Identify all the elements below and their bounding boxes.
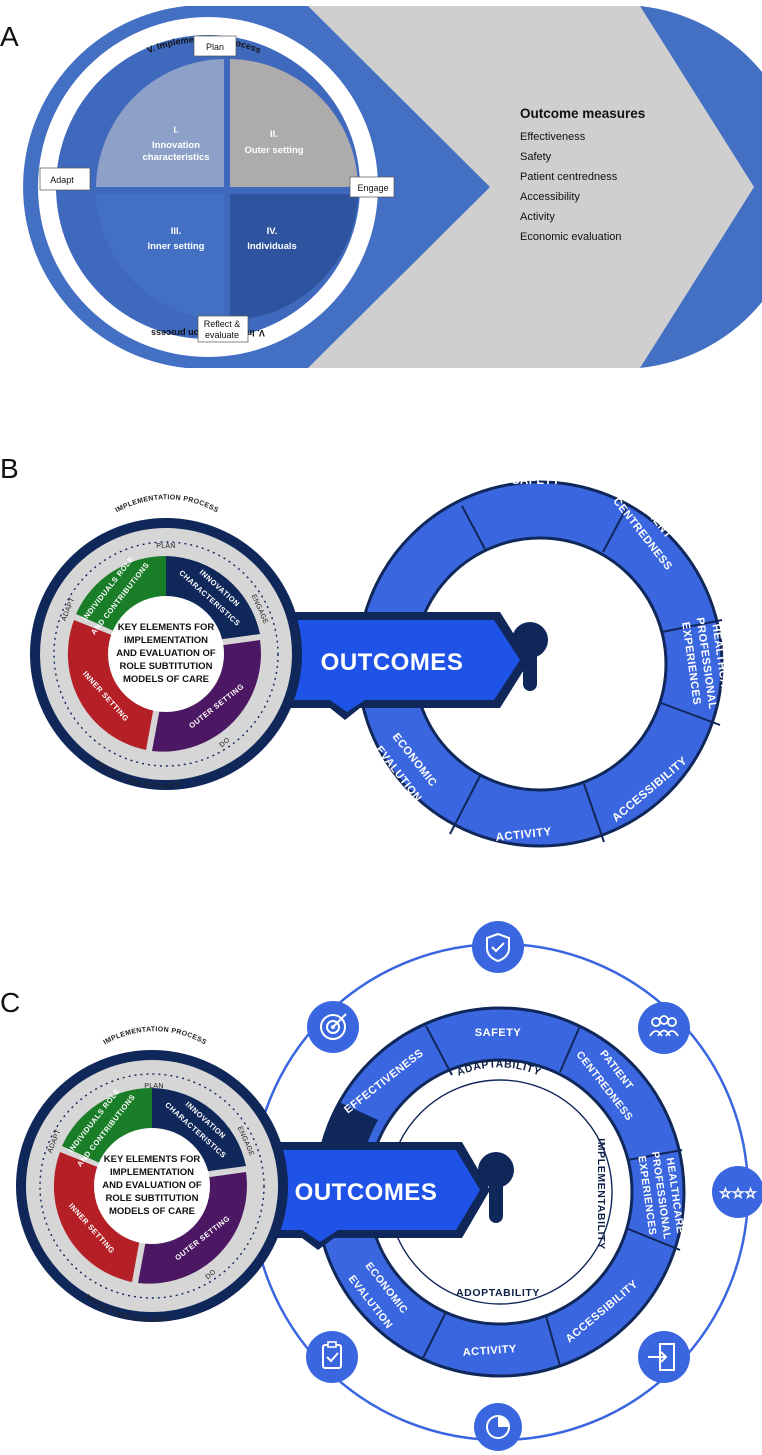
q3-num: III. [171, 226, 182, 237]
segment-individuals [76, 555, 166, 632]
puzzle-dividers-c [421, 1025, 683, 1367]
q2-line1: Outer setting [244, 145, 303, 156]
reflect-box [197, 315, 249, 343]
panel-label-a: A [0, 21, 19, 52]
target-icon [307, 1001, 359, 1053]
quadrant-individuals [230, 194, 358, 320]
outcomes-label-c: OUTCOMES [295, 1179, 438, 1206]
adapt-label: Adapt [50, 175, 74, 185]
center-line-2: IMPLEMENTATION [124, 635, 208, 646]
center-c-line-3: AND EVALUATION OF [102, 1180, 202, 1191]
clipboard-check-icon [306, 1331, 358, 1383]
people-icon [638, 1002, 690, 1054]
segment-inner-setting-c [53, 1152, 140, 1282]
plan-label: Plan [206, 42, 224, 52]
ring-safety: SAFETY [512, 475, 560, 487]
panel-label-b: B [0, 453, 19, 484]
door-exit-icon [638, 1331, 690, 1383]
outcome-item: Patient centredness [520, 171, 618, 183]
q1-line2: characteristics [142, 152, 209, 163]
svg-text:☆☆☆: ☆☆☆ [719, 1186, 757, 1202]
center-c-line-4: ROLE SUBTITUTION [106, 1193, 199, 1204]
reflect-label-2: evaluate [205, 330, 239, 340]
adapt-box [39, 167, 91, 191]
puzzle-dividers [449, 504, 723, 843]
outcome-item: Activity [520, 211, 555, 223]
ring-activity: ACTIVITY [495, 826, 552, 844]
adoptability-label: ADOPTABILITY [456, 1287, 540, 1299]
center-c-line-1: KEY ELEMENTS FOR [104, 1154, 201, 1165]
key-shaft [270, 620, 520, 712]
center-line-4: ROLE SUBTITUTION [120, 661, 213, 672]
key-shaft-c [256, 1150, 480, 1242]
keyhole-c [478, 1152, 514, 1223]
engage-box [349, 176, 395, 198]
q4-num: IV. [267, 226, 278, 237]
ring-c-activity: ACTIVITY [462, 1343, 517, 1359]
outcome-measures-title: Outcome measures [520, 106, 645, 121]
quadrant-inner-setting [96, 194, 224, 320]
segment-outer-setting [152, 640, 261, 752]
center-line-5: MODELS OF CARE [123, 674, 209, 685]
panel-b: OUTCOMES EFFECTIVENESS SAFETY PATIENT CE… [30, 475, 732, 848]
key-center-c [94, 1128, 210, 1244]
center-line-3: AND EVALUATION OF [116, 648, 216, 659]
q4-line1: Individuals [247, 241, 297, 252]
q1-line1: Innovation [152, 140, 200, 151]
panel-label-c: C [0, 987, 20, 1018]
ring-c-safety: SAFETY [475, 1027, 522, 1039]
stars-icon: ☆☆☆ [712, 1166, 762, 1218]
panel-a: V. Implementation process V. Implementat… [23, 6, 762, 368]
outcome-item: Economic evaluation [520, 231, 622, 243]
segment-innovation-c [152, 1088, 246, 1172]
plan-box [193, 35, 237, 57]
plan-label-b: PLAN [156, 543, 176, 550]
process-label: IMPLEMENTATION PROCESS [114, 494, 219, 514]
process-dotted-ring [53, 541, 279, 767]
segment-outer-setting-c [138, 1172, 247, 1284]
q2-num: II. [270, 129, 278, 140]
pie-chart-icon [474, 1403, 522, 1451]
outcome-arrow [308, 6, 754, 368]
shield-check-icon [472, 921, 524, 973]
center-c-line-2: IMPLEMENTATION [110, 1167, 194, 1178]
segment-innovation [166, 556, 260, 640]
q1-num: I. [173, 125, 178, 136]
implementability-label: IMPLEMENTABILITY [595, 1138, 607, 1249]
center-c-line-5: MODELS OF CARE [109, 1206, 195, 1217]
process-label-c: IMPLEMENTATION PROCESS [102, 1026, 207, 1046]
outcomes-label: OUTCOMES [321, 649, 464, 676]
key-center [108, 596, 224, 712]
center-line-1: KEY ELEMENTS FOR [118, 622, 215, 633]
quadrant-innovation [96, 59, 224, 187]
segment-individuals-c [62, 1087, 152, 1164]
panel-c: ADAPTABILITY IMPLEMENTABILITY ADOPTABILI… [16, 921, 762, 1451]
process-dotted-ring-c [39, 1073, 265, 1299]
outcome-item: Safety [520, 151, 552, 163]
outcome-item: Effectiveness [520, 131, 586, 143]
outcome-item: Accessibility [520, 191, 580, 203]
q3-line1: Inner setting [147, 241, 204, 252]
plan-label-c: PLAN [144, 1083, 164, 1090]
segment-inner-setting [67, 620, 154, 750]
engage-label: Engage [357, 183, 388, 193]
reflect-label-1: Reflect & [204, 319, 241, 329]
quadrant-outer-setting [230, 59, 358, 187]
